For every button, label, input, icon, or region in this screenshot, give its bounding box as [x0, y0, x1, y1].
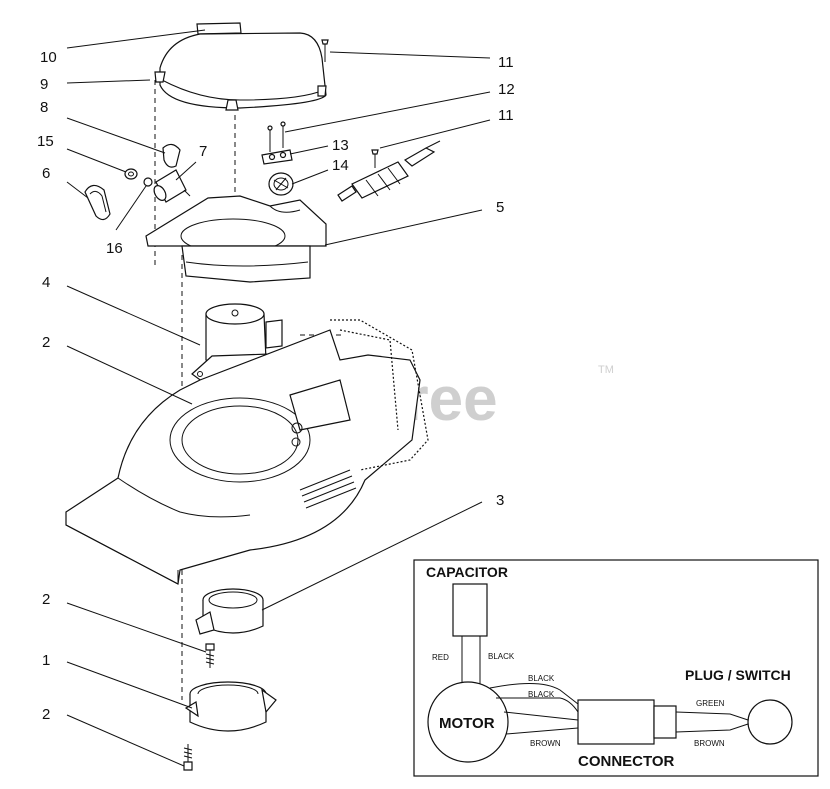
callout-7: 7	[199, 143, 207, 160]
part-9-hood	[154, 32, 327, 111]
wire-label-red: RED	[432, 653, 449, 662]
callout-8: 8	[40, 99, 48, 116]
part-7-capacitor	[153, 169, 191, 203]
callout-2-lower: 2	[42, 706, 50, 723]
capacitor-symbol	[452, 583, 488, 637]
part-12-screws	[267, 121, 286, 152]
connector-symbol	[577, 699, 655, 745]
wire-label-black-cap: BLACK	[488, 652, 515, 661]
callout-4: 4	[42, 274, 50, 291]
capacitor-label: CAPACITOR	[426, 564, 508, 580]
part-13-strain-relief	[261, 149, 293, 165]
motor-symbol	[427, 681, 509, 763]
callout-numbers: 10 9 8 15 7 6 16 11 12 13 14 11 5 4 2 3 …	[37, 49, 515, 723]
callout-11-top: 11	[498, 54, 514, 71]
part-15-nut	[124, 168, 138, 180]
callout-2-middle: 2	[42, 591, 50, 608]
callout-6: 6	[42, 165, 50, 182]
connector-plug-end	[653, 705, 677, 739]
part-2-bolt-lower	[183, 744, 193, 771]
connector-label: CONNECTOR	[578, 753, 675, 770]
part-16-washer	[143, 177, 153, 187]
motor-label: MOTOR	[439, 715, 495, 732]
plug-switch-symbol	[747, 699, 793, 745]
part-5-housing-tray	[145, 195, 327, 283]
wiring-diagram: CAPACITOR RED BLACK MOTOR BLACK BLACK BR…	[413, 559, 819, 777]
callout-9: 9	[40, 76, 48, 93]
callout-3: 3	[496, 492, 504, 509]
part-14-fan	[268, 172, 294, 196]
part-6-wire-tie	[84, 184, 111, 221]
watermark-tm: TM	[598, 364, 614, 376]
part-11-cord-plug	[337, 140, 441, 202]
part-3-upper-collar	[195, 588, 264, 635]
plug-switch-label: PLUG / SWITCH	[685, 667, 791, 683]
part-11-screw-top	[321, 39, 329, 62]
part-8-clip	[162, 143, 181, 168]
callout-14: 14	[332, 157, 349, 174]
callout-12: 12	[498, 81, 515, 98]
leader-lines	[66, 29, 491, 767]
part-2-bolt-middle	[205, 643, 215, 668]
wire-label-brown-motor: BROWN	[530, 739, 561, 748]
callout-1: 1	[42, 652, 50, 669]
wire-label-green: GREEN	[696, 699, 725, 708]
callout-15: 15	[37, 133, 54, 150]
callout-5: 5	[496, 199, 504, 216]
callout-16: 16	[106, 240, 123, 257]
callout-2-upper: 2	[42, 334, 50, 351]
wire-label-brown-plug: BROWN	[694, 739, 725, 748]
wire-label-black-1: BLACK	[528, 674, 555, 683]
callout-11-cord: 11	[498, 107, 514, 124]
part-1-lower-collar	[184, 681, 277, 732]
part-10-label-decal	[196, 22, 242, 35]
callout-10: 10	[40, 49, 57, 66]
callout-13: 13	[332, 137, 349, 154]
wire-label-black-2: BLACK	[528, 690, 555, 699]
blower-deck	[65, 319, 429, 585]
